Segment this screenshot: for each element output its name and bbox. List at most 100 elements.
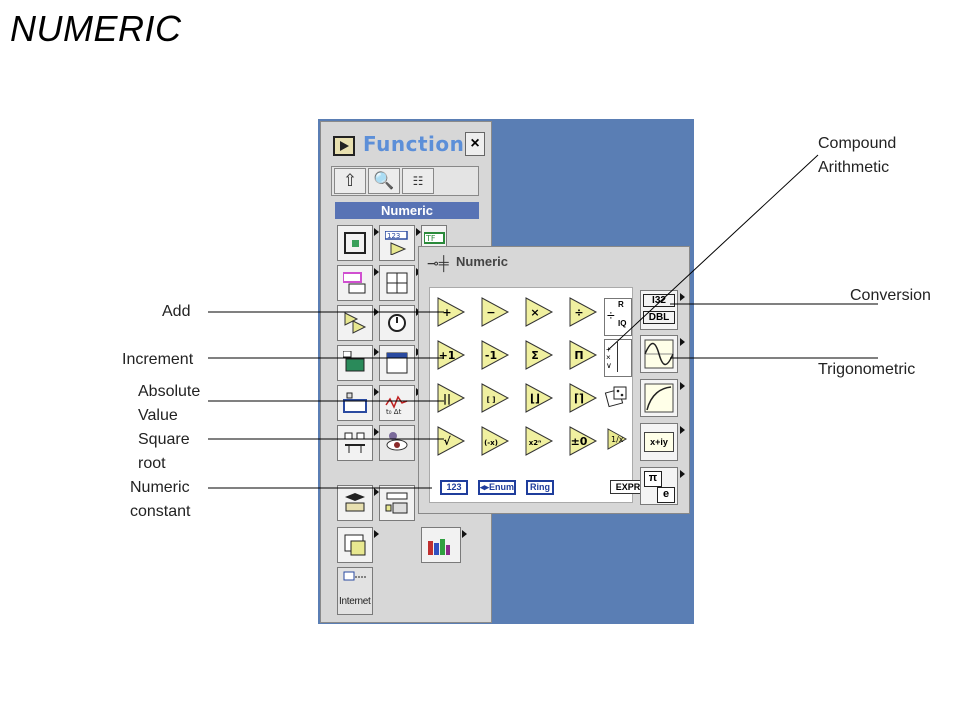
decrement-symbol: -1 <box>485 349 497 362</box>
callout-absolute-value-line1: Absolute <box>138 383 201 400</box>
round-down-symbol: ⌊⌋ <box>530 392 540 405</box>
waveform-io-icon[interactable] <box>337 425 379 461</box>
user-libraries-icon[interactable] <box>421 527 467 563</box>
comparison-icon[interactable] <box>337 305 379 341</box>
callout-add: Add <box>162 303 191 320</box>
subtract-symbol: − <box>486 306 495 319</box>
numeric-constant[interactable]: 123 <box>440 480 468 495</box>
callout-increment: Increment <box>122 351 194 368</box>
numeric-functions-grid: + − × ÷ +1 -1 Σ Π || [ ] ⌊⌋ ⌈⌉ √ (-x) x2ⁿ ±0 123 ◂▸Enum… <box>429 287 646 503</box>
callout-numeric-constant-line1: Numeric <box>130 479 190 496</box>
waveform-icon[interactable]: t₀ Δt <box>379 385 421 421</box>
sign-icon[interactable]: ±0 <box>569 426 598 456</box>
trigonometric-icon[interactable] <box>640 335 685 373</box>
negate-symbol: (-x) <box>484 439 498 447</box>
search-icon[interactable]: 🔍 <box>368 168 400 194</box>
add-symbol: + <box>442 306 451 319</box>
analyze-icon[interactable] <box>379 425 415 461</box>
increment-icon[interactable]: +1 <box>437 340 466 370</box>
add-icon[interactable]: + <box>437 297 466 327</box>
compound-arithmetic-icon[interactable]: +×∨ <box>604 339 632 377</box>
callout-compound-arithmetic-line1: Compound <box>818 135 897 152</box>
square-root-symbol: √ <box>443 435 451 448</box>
file-io-icon[interactable] <box>379 345 421 381</box>
callout-numeric-constant-line2: constant <box>130 503 191 520</box>
scale-power-icon[interactable]: x2ⁿ <box>525 426 554 456</box>
numeric-icon[interactable]: 123 <box>379 225 421 261</box>
callout-square-root-line2: root <box>138 455 166 472</box>
svg-text:t₀ Δt: t₀ Δt <box>386 408 402 415</box>
vi-icon <box>333 136 355 156</box>
add-array-elements-symbol: Σ <box>531 349 539 362</box>
timing-icon[interactable] <box>379 305 421 341</box>
round-down-icon[interactable]: ⌊⌋ <box>525 383 554 413</box>
complex-icon[interactable]: x+iy <box>640 423 685 461</box>
svg-text:TF: TF <box>425 234 436 243</box>
dialog-icon[interactable] <box>337 345 379 381</box>
scale-power-symbol: x2ⁿ <box>529 439 542 447</box>
multiply-icon[interactable]: × <box>525 297 554 327</box>
multiply-array-elements-icon[interactable]: Π <box>569 340 598 370</box>
callout-numeric-constant: Numeric constant <box>130 476 190 524</box>
square-root-icon[interactable]: √ <box>437 426 466 456</box>
close-button[interactable]: × <box>465 132 485 156</box>
increment-symbol: +1 <box>439 349 456 362</box>
logarithmic-icon[interactable] <box>640 379 685 417</box>
divide-symbol: ÷ <box>574 306 583 319</box>
additional-constants-icon[interactable]: π e <box>640 467 685 505</box>
numeric-subpalette-window[interactable]: ⊸╪ Numeric + − × ÷ +1 -1 Σ Π || [ ] ⌊⌋ ⌈⌉ √ (-x) x2ⁿ ±0… <box>418 246 690 514</box>
pin-icon[interactable]: ⊸╪ <box>427 255 449 271</box>
structures-icon[interactable] <box>337 225 379 261</box>
round-up-symbol: ⌈⌉ <box>574 392 584 405</box>
app-control-icon[interactable] <box>379 485 415 521</box>
internet-icon[interactable]: Internet <box>337 567 373 615</box>
internet-label: Internet <box>339 596 371 607</box>
callout-conversion: Conversion <box>850 287 931 304</box>
svg-text:1/x: 1/x <box>611 435 624 444</box>
up-arrow-icon[interactable]: ⇧ <box>334 168 366 194</box>
round-up-icon[interactable]: ⌈⌉ <box>569 383 598 413</box>
callout-absolute-value-line2: Value <box>138 407 178 424</box>
functions-title: Functions <box>363 132 477 156</box>
options-icon[interactable]: ☷ <box>402 168 434 194</box>
slide-title: NUMERIC <box>10 8 182 49</box>
absolute-value-icon[interactable]: || <box>437 383 466 413</box>
connectivity-icon[interactable] <box>337 485 379 521</box>
string-icon[interactable] <box>337 265 379 301</box>
decrement-icon[interactable]: -1 <box>481 340 510 370</box>
negate-icon[interactable]: (-x) <box>481 426 510 456</box>
palette-section-numeric: Numeric <box>335 202 479 219</box>
callout-trigonometric: Trigonometric <box>818 361 916 378</box>
instrument-io-icon[interactable] <box>337 385 379 421</box>
round-nearest-symbol: [ ] <box>487 396 496 404</box>
reciprocal-icon[interactable]: 1/x <box>606 427 628 451</box>
dbl-label: DBL <box>643 311 675 324</box>
e-label: e <box>657 487 675 503</box>
ring-constant[interactable]: Ring <box>526 480 554 495</box>
round-nearest-icon[interactable]: [ ] <box>481 383 510 413</box>
functions-titlebar[interactable]: Functions × <box>325 126 487 164</box>
svg-text:123: 123 <box>387 232 400 240</box>
add-array-elements-icon[interactable]: Σ <box>525 340 554 370</box>
report-icon[interactable] <box>337 527 379 563</box>
array-icon[interactable] <box>379 265 421 301</box>
i32-label: I32 <box>643 294 675 307</box>
sign-symbol: ±0 <box>571 435 588 448</box>
conversion-icon[interactable]: I32 DBL <box>640 290 685 330</box>
subtract-icon[interactable]: − <box>481 297 510 327</box>
enum-constant[interactable]: ◂▸Enum <box>478 480 516 495</box>
function-icons-canvas: + − × ÷ +1 -1 Σ Π || [ ] ⌊⌋ ⌈⌉ √ (-x) x2ⁿ ±0 <box>437 297 598 456</box>
multiply-array-elements-symbol: Π <box>574 349 583 362</box>
divide-icon[interactable]: ÷ <box>569 297 598 327</box>
random-number-icon[interactable] <box>604 385 630 411</box>
pi-label: π <box>644 471 662 487</box>
numeric-palette-title: Numeric <box>456 254 509 269</box>
expression-node[interactable]: EXPR <box>610 480 646 494</box>
numeric-subpalette-column: I32 DBL x+iy π e <box>639 287 685 509</box>
absolute-value-symbol: || <box>443 392 451 405</box>
callout-compound-arithmetic-line2: Arithmetic <box>818 159 890 176</box>
